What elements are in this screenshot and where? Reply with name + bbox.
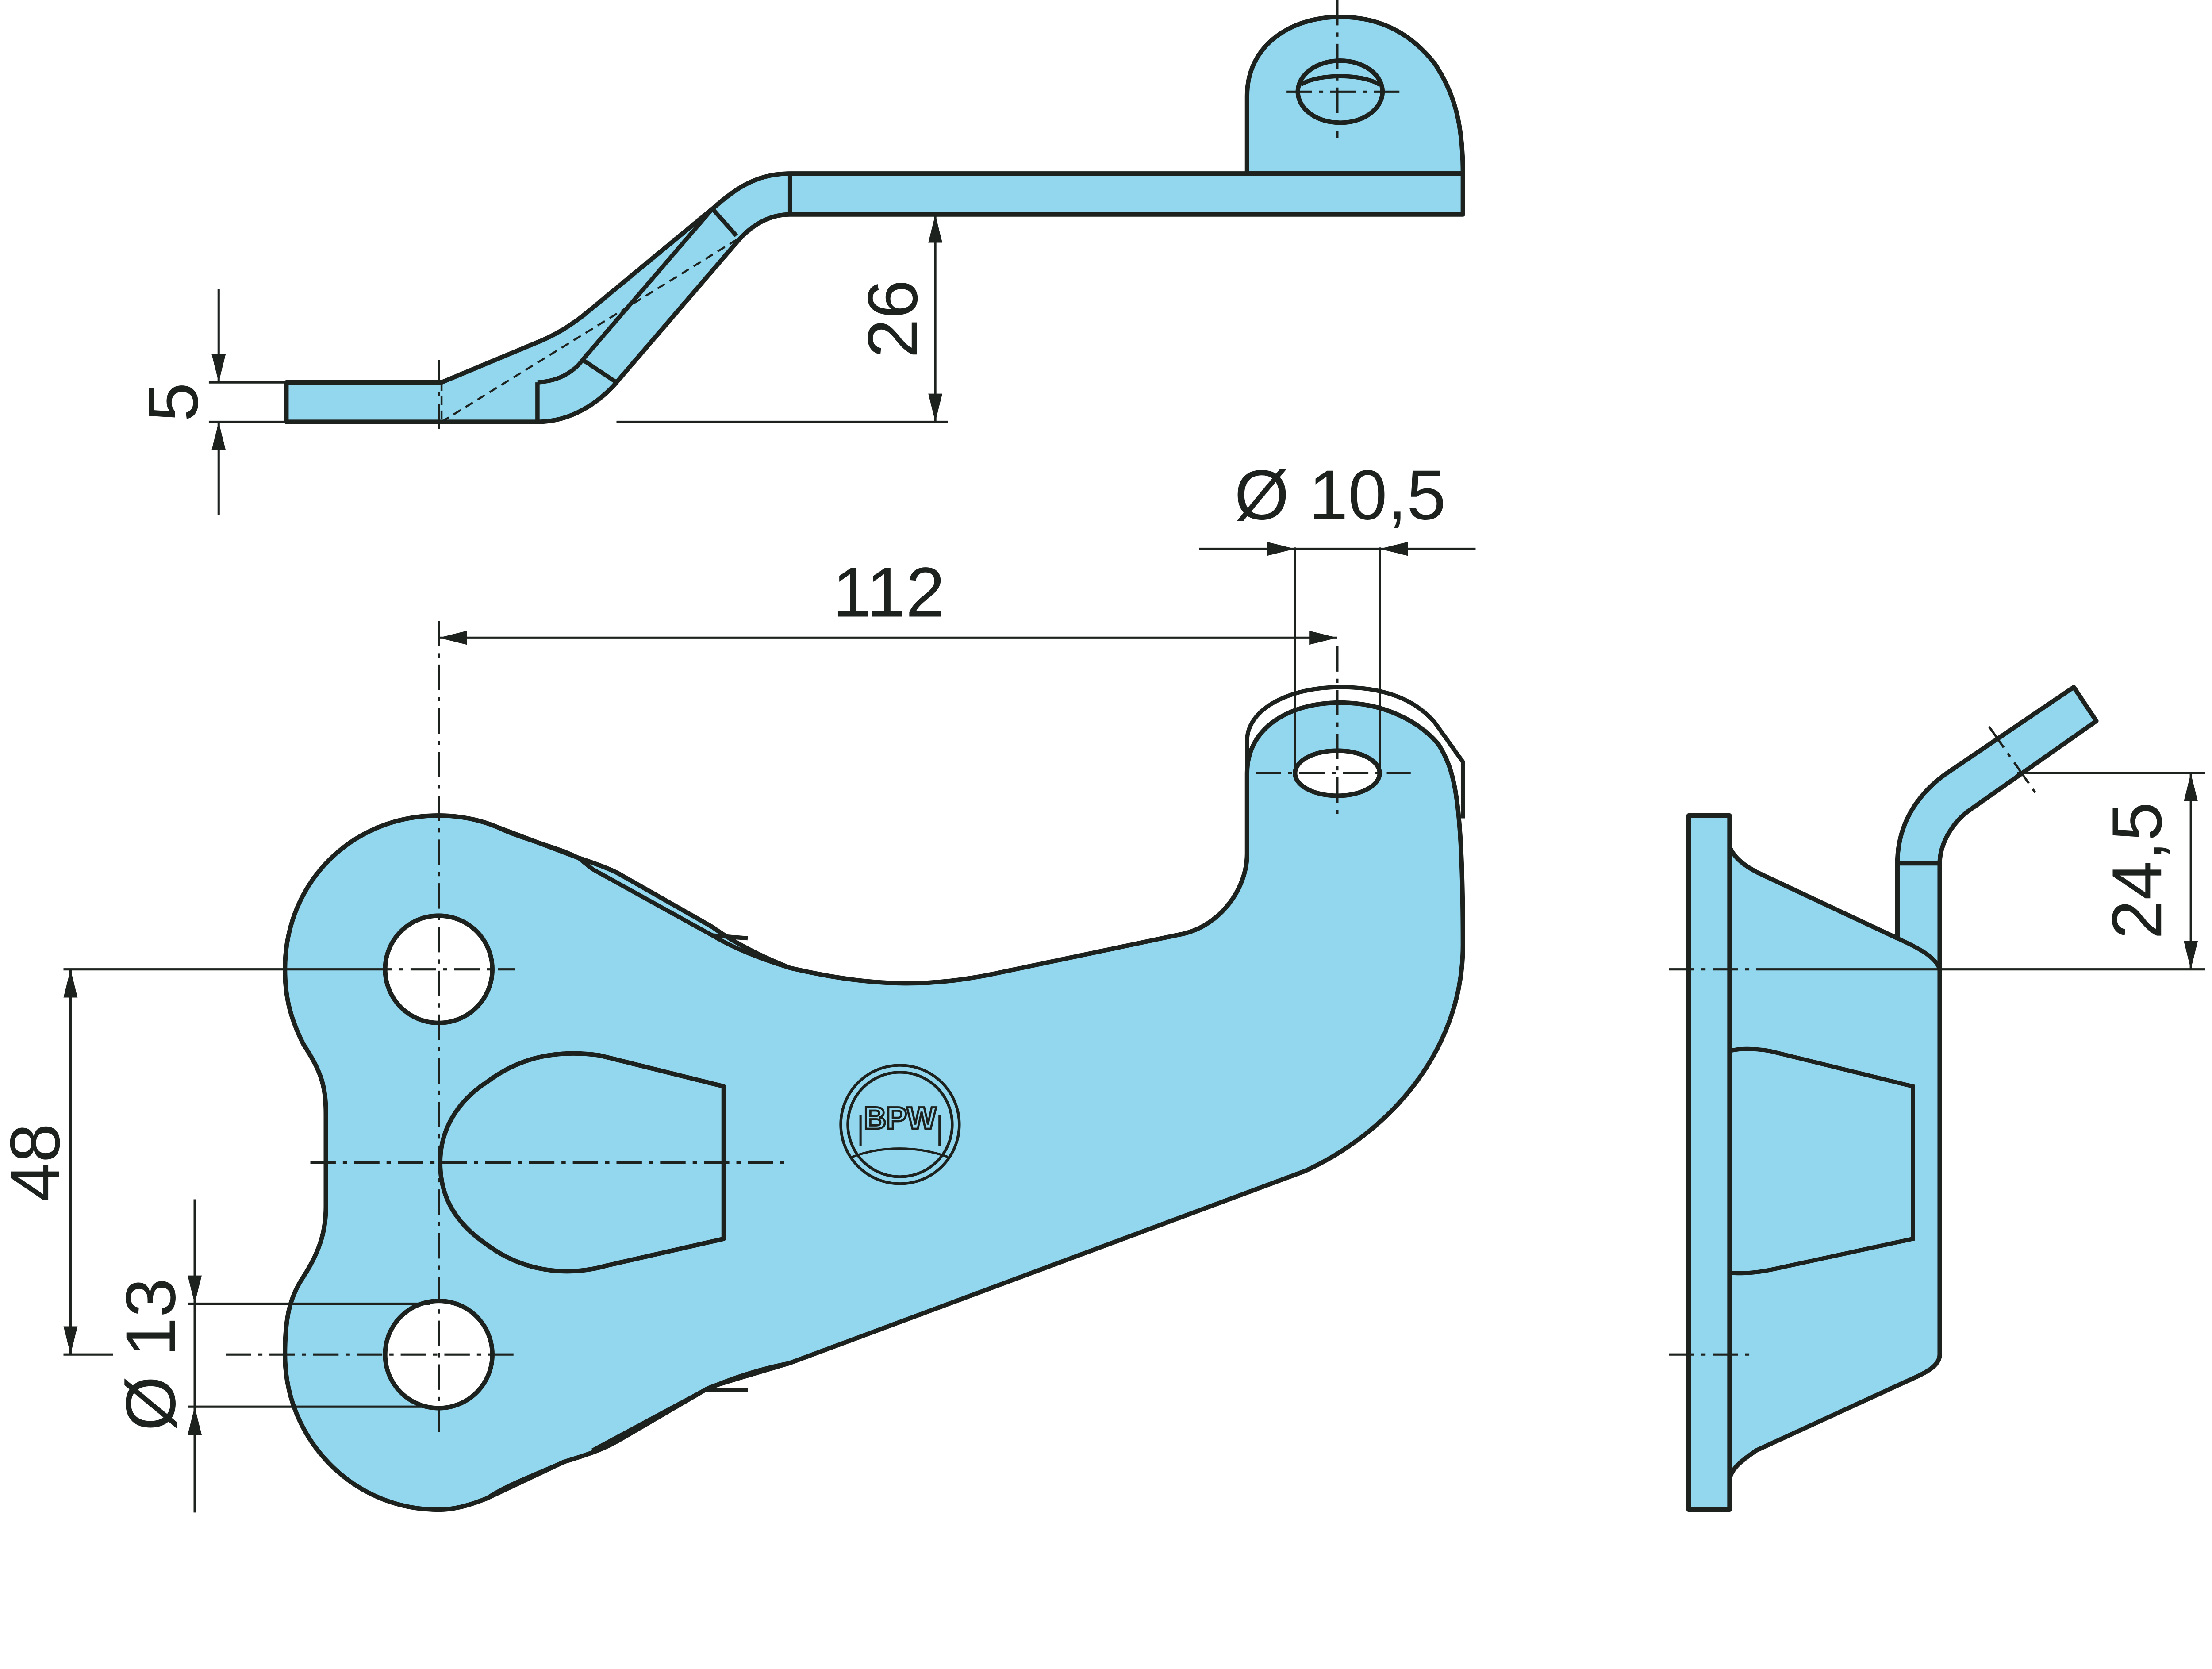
dim-48: 48 [0,1123,74,1202]
dim-24-5: 24,5 [2097,802,2176,939]
dim-112: 112 [833,553,945,631]
bpw-logo: BPW [839,1064,961,1185]
dim-5: 5 [134,382,212,422]
technical-drawing: 26 5 BPW 112 Ø 10,5 48 Ø 13 [0,0,2205,1513]
dim-diameter-13: Ø 13 [111,1278,190,1431]
top-view: 26 5 [134,0,1465,515]
logo-text: BPW [864,1100,937,1135]
dim-26: 26 [853,280,932,358]
dim-diameter-10-5: Ø 10,5 [1234,455,1446,534]
front-view: BPW 112 Ø 10,5 48 Ø 13 [0,455,1476,1513]
side-view: 24,5 [1669,685,2205,1512]
